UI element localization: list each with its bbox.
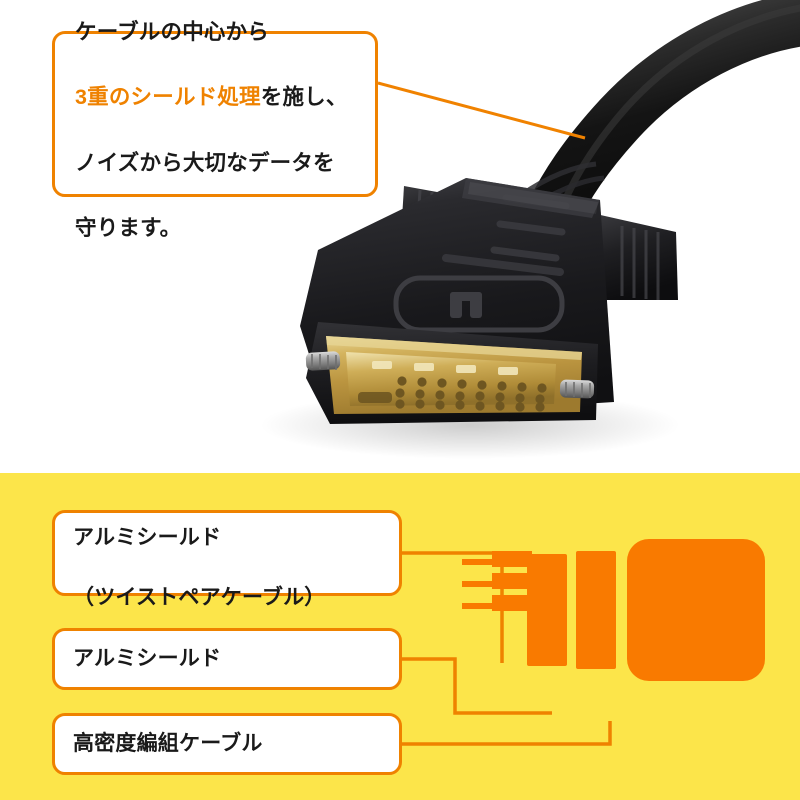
label-1-line-1: アルミシールド (73, 526, 222, 550)
label-aluminum-shield-twisted-pair: アルミシールド （ツイストペアケーブル） (52, 510, 402, 609)
callout-line-2-rest: を施し、 (260, 85, 348, 110)
shield-structure-panel: アルミシールド （ツイストペアケーブル） アルミシールド 高密度編組ケーブル (0, 473, 800, 800)
twisted-pair-wires (462, 551, 532, 611)
label-2-text: アルミシールド (73, 647, 222, 671)
callout-line-4: 守ります。 (75, 216, 182, 241)
label-aluminum-shield: アルミシールド (52, 628, 402, 690)
callout-line-1: ケーブルの中心から (75, 19, 270, 44)
label-1-line-2: （ツイストペアケーブル） (73, 585, 326, 609)
cable-jacket-body (627, 539, 765, 681)
cable-structure-diagram (402, 539, 765, 746)
dvi-connector-photo (260, 0, 800, 459)
label-high-density-braid: 高密度編組ケーブル (52, 713, 402, 775)
callout-line-3: ノイズから大切なデータを (75, 150, 335, 175)
label-1-text: アルミシールド （ツイストペアケーブル） (55, 493, 326, 612)
shielding-callout: ケーブルの中心から 3重のシールド処理を施し、 ノイズから大切なデータを 守りま… (52, 20, 378, 240)
callout-text: ケーブルの中心から 3重のシールド処理を施し、 ノイズから大切なデータを 守りま… (55, 0, 348, 245)
inner-shield-layer (527, 554, 567, 666)
label-3-text: 高密度編組ケーブル (73, 732, 263, 756)
outer-shield-layer (576, 551, 616, 669)
callout-accent-text: 3重のシールド処理 (75, 85, 261, 110)
product-photo-panel: ケーブルの中心から 3重のシールド処理を施し、 ノイズから大切なデータを 守りま… (52, 0, 800, 459)
